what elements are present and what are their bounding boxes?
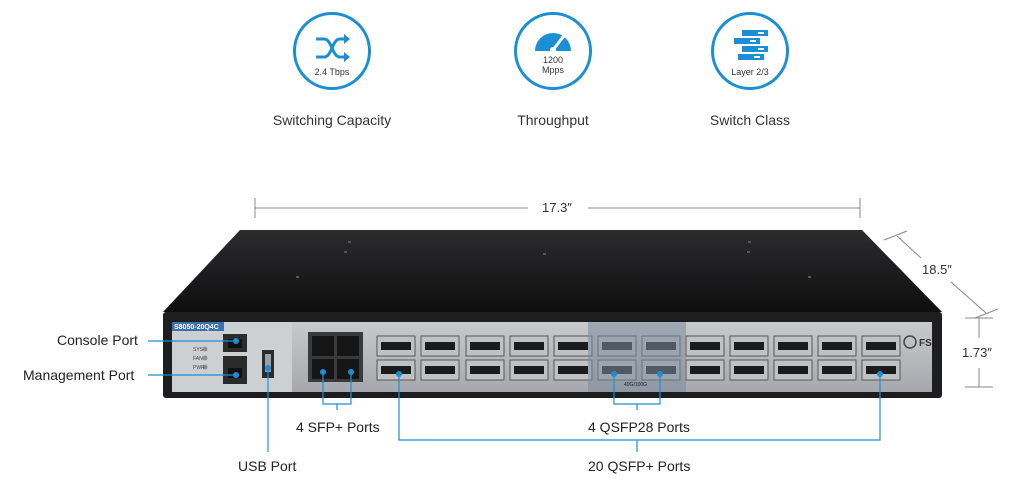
feature-circle: 1200 Mpps xyxy=(514,12,592,90)
speedometer-icon xyxy=(535,33,571,53)
model-label: S8050-20Q4C xyxy=(174,324,219,331)
sfp-ports-callout: 4 SFP+ Ports xyxy=(296,419,380,435)
feature-circle: Layer 2/3 xyxy=(711,12,789,90)
qsfp-port-slot xyxy=(866,342,896,350)
qsfp-port-slot xyxy=(734,342,764,350)
qsfp-plus-ports-callout: 20 QSFP+ Ports xyxy=(588,458,691,474)
qsfp-port-slot xyxy=(381,342,411,350)
qsfp-port-slot xyxy=(778,342,808,350)
shuffle-arrows-icon xyxy=(316,34,350,62)
console-port-callout: Console Port xyxy=(57,332,138,348)
qsfp-port-slot xyxy=(822,366,852,374)
callout-markers xyxy=(233,338,883,378)
feature-switch-class: Layer 2/3 Switch Class xyxy=(660,12,840,128)
qsfp28-ports-callout: 4 QSFP28 Ports xyxy=(588,419,690,435)
sfp-ports xyxy=(308,332,363,382)
feature-stat-unit: Mpps xyxy=(541,65,564,75)
usb-port-callout: USB Port xyxy=(238,458,297,474)
qsfp-port-slot xyxy=(514,342,544,350)
led-label: SYS xyxy=(193,347,204,353)
feature-label: Throughput xyxy=(517,112,589,128)
callout-lines xyxy=(148,340,881,452)
qsfp-port-slot xyxy=(866,366,896,374)
qsfp-port-slot xyxy=(425,366,455,374)
sfp-port[interactable] xyxy=(337,336,359,356)
status-leds: SYS FAN PWR xyxy=(193,346,208,371)
management-port-callout: Management Port xyxy=(23,367,135,383)
qsfp-port-slot xyxy=(778,366,808,374)
qsfp-port-slot xyxy=(558,366,588,374)
qsfp-port-slot xyxy=(381,366,411,374)
led-label: PWR xyxy=(193,365,205,371)
qsfp-port-slot xyxy=(514,366,544,374)
height-dimension: 1.73″ xyxy=(962,345,992,360)
qsfp-ports xyxy=(376,335,901,381)
brand-label: FS xyxy=(919,338,932,349)
fs-logo: FS xyxy=(903,335,932,349)
led-label: FAN xyxy=(193,356,203,362)
qsfp28-speed-label: 40G/100G xyxy=(624,382,647,388)
feature-label: Switching Capacity xyxy=(272,112,392,128)
qsfp-port-slot xyxy=(470,342,500,350)
feature-stat: Layer 2/3 xyxy=(731,67,769,77)
qsfp-port-slot xyxy=(690,342,720,350)
usb-port[interactable] xyxy=(262,350,274,378)
qsfp-port-slot xyxy=(734,366,764,374)
width-dimension: 17.3″ xyxy=(542,200,572,215)
depth-dimension: 18.5″ xyxy=(922,262,952,277)
feature-circle: 2.4 Tbps xyxy=(293,12,371,90)
feature-throughput: 1200 Mpps Throughput xyxy=(463,12,643,128)
depth-dimension-line xyxy=(883,230,999,319)
feature-label: Switch Class xyxy=(709,112,791,128)
feature-stat-value: 1200 xyxy=(542,55,564,65)
management-port[interactable] xyxy=(223,356,247,384)
server-stack-icon xyxy=(734,30,768,60)
qsfp28-zone xyxy=(588,322,686,392)
qsfp-port-slot xyxy=(470,366,500,374)
qsfp-port-slot xyxy=(558,342,588,350)
width-dimension-line xyxy=(254,198,861,218)
qsfp-port-slot xyxy=(425,342,455,350)
qsfp-port-slot xyxy=(822,342,852,350)
feature-switching-capacity: 2.4 Tbps Switching Capacity xyxy=(242,12,422,128)
feature-stat: 2.4 Tbps xyxy=(314,67,350,77)
qsfp-port-slot xyxy=(690,366,720,374)
chassis-top xyxy=(163,230,942,312)
sfp-port[interactable] xyxy=(337,359,359,379)
height-dimension-line xyxy=(965,317,993,388)
sfp-port[interactable] xyxy=(312,336,334,356)
